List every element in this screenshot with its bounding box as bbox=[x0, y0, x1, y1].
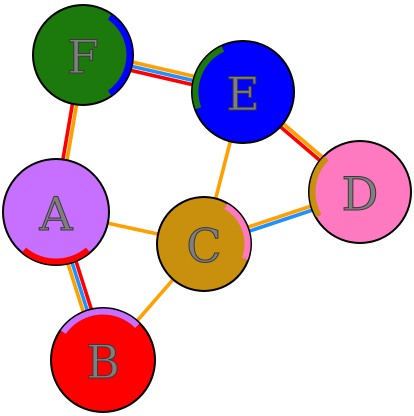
node-E[interactable]: E bbox=[191, 40, 295, 144]
nodes-layer: F E A D C B bbox=[2, 4, 412, 413]
node-E-arc bbox=[192, 46, 225, 110]
node-A-circle[interactable] bbox=[2, 158, 110, 266]
node-A-arc bbox=[22, 247, 90, 265]
node-F[interactable]: F bbox=[32, 4, 134, 106]
node-D-arc bbox=[309, 156, 329, 218]
node-C-circle[interactable] bbox=[156, 196, 252, 292]
node-C[interactable]: C bbox=[156, 196, 252, 292]
node-D[interactable]: D bbox=[308, 140, 412, 244]
node-A[interactable]: A bbox=[2, 158, 110, 266]
node-B-arc bbox=[60, 308, 140, 334]
node-F-circle[interactable] bbox=[32, 4, 134, 106]
node-A-label: A bbox=[38, 187, 73, 241]
node-B[interactable]: B bbox=[50, 307, 156, 413]
node-B-label: B bbox=[86, 335, 120, 389]
node-E-circle[interactable] bbox=[191, 40, 295, 144]
node-E-label: E bbox=[226, 67, 260, 121]
node-D-label: D bbox=[342, 167, 379, 221]
node-C-arc bbox=[224, 203, 251, 260]
node-F-label: F bbox=[67, 30, 99, 84]
node-F-arc bbox=[107, 14, 133, 96]
node-B-circle[interactable] bbox=[50, 307, 156, 413]
node-D-circle[interactable] bbox=[308, 140, 412, 244]
node-C-label: C bbox=[186, 219, 221, 273]
